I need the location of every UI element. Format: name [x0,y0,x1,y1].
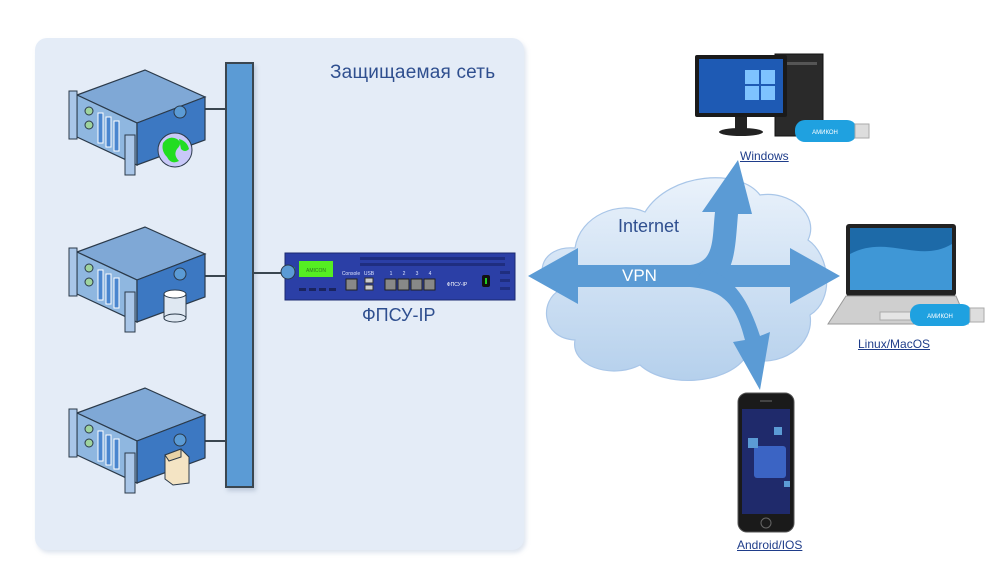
usb-token-icon: АМИКОН [795,120,870,142]
svg-text:1: 1 [390,271,393,277]
vpn-arrow-up [690,160,752,287]
server-link-2 [186,275,226,277]
android-ios-phone [737,392,795,533]
ethernet-port-3 [410,278,423,291]
vpn-arrow-left [528,248,700,304]
linux-macos-laptop: АМИКОН [827,224,985,326]
ethernet-port-2 [397,278,410,291]
usb-port [364,277,374,284]
server-link-3 [186,440,226,442]
server-1 [68,69,207,176]
gateway-link [254,272,288,274]
server-icon [68,226,207,333]
database-icon [163,289,187,323]
port-label-console: Console [342,271,361,277]
server-icon [68,69,207,176]
client-label-windows[interactable]: Windows [740,149,789,163]
vpn-label: VPN [622,266,657,285]
vpn-arrow-right [690,248,840,304]
console-port [345,278,358,291]
svg-text:4: 4 [429,271,432,277]
svg-text:АМИКОН: АМИКОН [812,130,838,136]
server-link-1 [186,108,226,110]
svg-text:АМИКОН: АМИКОН [927,314,953,320]
globe-icon [157,132,193,168]
usb-token-icon: АМИКОН [910,304,985,326]
fpsu-ip-device: AMICON Console USB 1 2 3 4 ФПСУ-IP [280,252,516,301]
client-label-android-ios[interactable]: Android/IOS [737,538,803,552]
client-label-linux-macos[interactable]: Linux/MacOS [858,337,931,351]
svg-text:2: 2 [403,271,406,277]
internet-label: Internet [618,216,680,236]
server-icon [68,387,207,494]
protected-network-title: Защищаемая сеть [330,62,496,83]
server-3 [68,387,207,494]
ethernet-port-4 [423,278,436,291]
ethernet-port-1 [384,278,397,291]
lcd-text: AMICON [306,268,326,274]
svg-text:3: 3 [416,271,419,277]
server-2 [68,226,207,333]
windows-desktop: АМИКОН [695,53,870,142]
vpn-arrows [528,160,840,390]
brand-mark: ФПСУ-IP [447,282,468,288]
lcd-display [299,261,333,277]
gateway-label: ФПСУ-IP [362,305,436,325]
port-label-usb: USB [364,271,375,277]
file-icon [164,448,190,486]
vpn-arrow-down [690,268,770,390]
network-bus [225,62,254,488]
